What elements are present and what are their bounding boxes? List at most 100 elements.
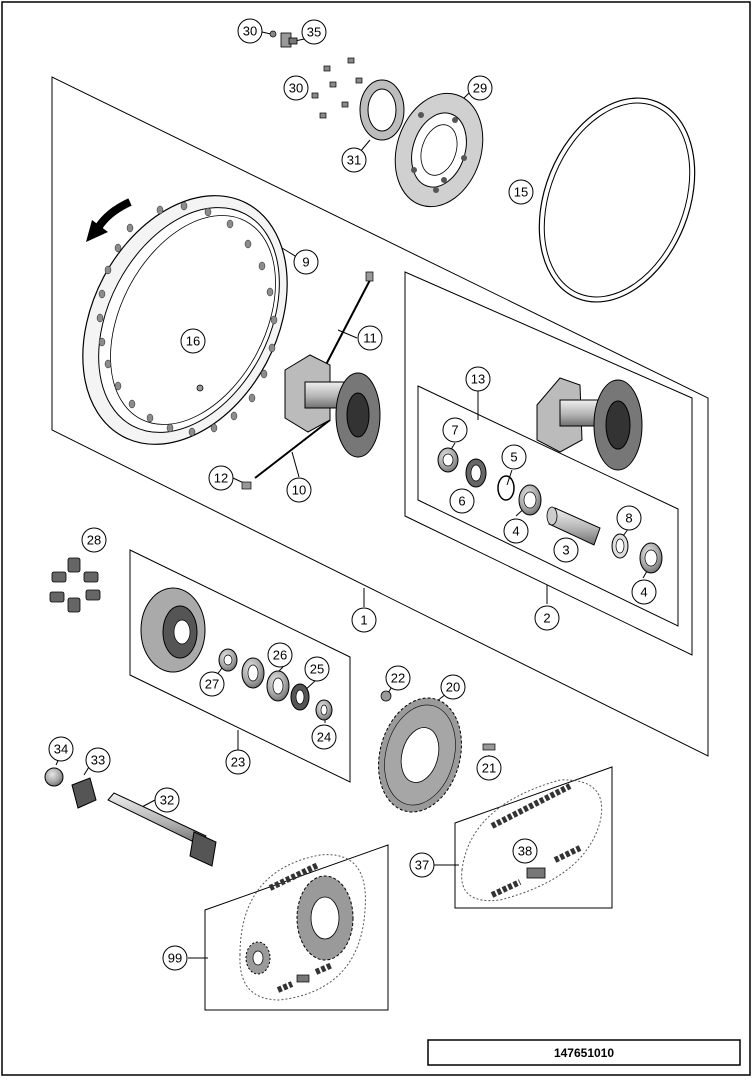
part-34-nut xyxy=(44,767,64,787)
callout-label: 10 xyxy=(292,483,306,498)
part-38-chain-link xyxy=(526,867,546,879)
part-9-rim xyxy=(82,195,288,445)
callout-label: 3 xyxy=(562,543,569,558)
callout-35: 35 xyxy=(301,19,327,45)
callout-circle xyxy=(286,477,312,503)
callout-circle xyxy=(508,179,534,205)
callout-circle xyxy=(503,518,529,544)
callout-5: 5 xyxy=(501,444,527,470)
group-frame-99 xyxy=(204,844,389,1011)
callout-label: 34 xyxy=(54,742,68,757)
callout-circle xyxy=(301,19,327,45)
callout-circle xyxy=(341,147,367,173)
callout-label: 35 xyxy=(307,25,321,40)
callout-32: 32 xyxy=(154,787,180,813)
callout-circle xyxy=(357,325,383,351)
part-12-nipple xyxy=(241,481,252,490)
part-5-circlip xyxy=(497,475,515,501)
callout-6: 6 xyxy=(449,488,475,514)
part-15-rim-band xyxy=(538,97,696,303)
part-20-rear-sprocket xyxy=(378,697,462,813)
callout-label: 8 xyxy=(625,511,632,526)
callout-circle xyxy=(440,674,466,700)
callout-circle xyxy=(616,505,642,531)
part-33-chain-adjuster xyxy=(71,777,97,809)
part-8-ring xyxy=(611,533,629,559)
part-35-bleeder xyxy=(280,32,298,48)
callout-label: 5 xyxy=(510,450,517,465)
part-26-bearing xyxy=(241,657,265,689)
callout-30: 30 xyxy=(237,18,263,44)
part-10-spoke xyxy=(254,419,331,479)
callout-38: 38 xyxy=(512,838,538,864)
callout-label: 21 xyxy=(482,761,496,776)
callout-circle xyxy=(311,724,337,750)
callout-label: 31 xyxy=(347,153,361,168)
callout-circle xyxy=(48,736,74,762)
callout-29: 29 xyxy=(467,75,493,101)
callout-label: 13 xyxy=(471,372,485,387)
part-31-abs-ring xyxy=(359,79,405,141)
callout-3: 3 xyxy=(553,537,579,563)
callout-circle xyxy=(283,75,309,101)
part-4-bearing-b xyxy=(639,542,663,574)
part-24-spacer xyxy=(315,699,333,721)
callout-circle xyxy=(512,838,538,864)
callout-20: 20 xyxy=(440,674,466,700)
callout-8: 8 xyxy=(616,505,642,531)
callout-circle xyxy=(304,656,330,682)
callout-30: 30 xyxy=(283,75,309,101)
part-13-hub xyxy=(536,377,643,471)
callout-37: 37 xyxy=(409,852,435,878)
callout-label: 38 xyxy=(518,844,532,859)
callout-label: 30 xyxy=(289,81,303,96)
part-30-screw-top xyxy=(269,30,277,38)
callout-circle xyxy=(476,755,502,781)
group-frame-23 xyxy=(129,549,351,783)
callout-4: 4 xyxy=(503,518,529,544)
callout-circle xyxy=(465,366,491,392)
callout-circle xyxy=(85,747,111,773)
reference-number: 147651010 xyxy=(554,1046,614,1060)
group-frame-37 xyxy=(454,766,613,909)
callout-label: 32 xyxy=(160,793,174,808)
callout-7: 7 xyxy=(442,417,468,443)
callout-13: 13 xyxy=(465,366,491,392)
callout-22: 22 xyxy=(385,665,411,691)
callout-23: 23 xyxy=(225,749,251,775)
callout-circle xyxy=(180,328,206,354)
part-7-spacer xyxy=(437,447,459,473)
callout-10: 10 xyxy=(286,477,312,503)
callout-28: 28 xyxy=(81,527,107,553)
part-28-damper xyxy=(49,557,101,613)
callout-circle xyxy=(81,527,107,553)
callout-label: 27 xyxy=(205,677,219,692)
callout-11: 11 xyxy=(357,325,383,351)
callout-circle xyxy=(267,642,293,668)
callout-12: 12 xyxy=(208,465,234,491)
callout-4: 4 xyxy=(631,579,657,605)
callout-circle xyxy=(501,444,527,470)
callout-label: 33 xyxy=(91,753,105,768)
callout-circle xyxy=(199,671,225,697)
callout-circle xyxy=(208,465,234,491)
part-21-bolt xyxy=(482,743,496,751)
callout-label: 16 xyxy=(186,334,200,349)
callout-circle xyxy=(225,749,251,775)
callout-label: 2 xyxy=(543,611,550,626)
callout-label: 20 xyxy=(446,680,460,695)
group-frame-1 xyxy=(51,76,709,757)
callout-16: 16 xyxy=(180,328,206,354)
callout-99: 99 xyxy=(162,945,188,971)
reference-box: 147651010 xyxy=(427,1039,741,1066)
callout-label: 4 xyxy=(512,524,519,539)
callout-circle xyxy=(409,852,435,878)
callout-label: 7 xyxy=(451,423,458,438)
part-16-valve xyxy=(196,384,204,392)
callout-label: 37 xyxy=(415,858,429,873)
callout-label: 29 xyxy=(473,81,487,96)
part-9-rim-holes xyxy=(96,201,278,437)
